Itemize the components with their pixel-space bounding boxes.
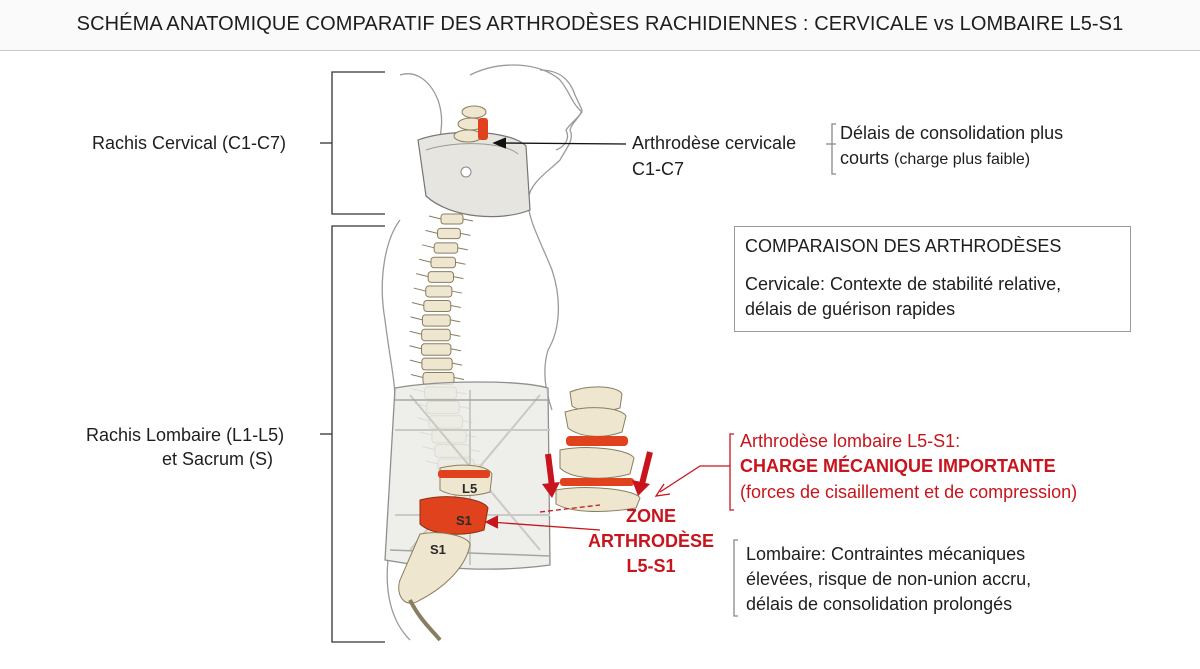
cervical-collar (417, 131, 531, 218)
title-bar: SCHÉMA ANATOMIQUE COMPARATIF DES ARTHROD… (0, 0, 1200, 51)
vertebra (423, 299, 452, 313)
label-lumbar-spine: Rachis Lombaire (L1-L5) (86, 425, 285, 445)
zone-label-line2: ARTHRODÈSE (587, 531, 714, 551)
vertebra-label-s1-fused: S1 (456, 513, 472, 528)
cervical-fusion-label: Arthrodèse cervicale (632, 133, 797, 153)
lumbar-fusion-label: Arthrodèse lombaire L5-S1: (740, 431, 961, 451)
vertebra (437, 227, 461, 240)
label-sacrum: et Sacrum (S) (162, 449, 274, 469)
forces-label: (forces de cisaillement et de compressio… (740, 482, 1078, 502)
inset-vertebrae (542, 386, 653, 512)
label-cervical-spine: Rachis Cervical (C1-C7) (92, 133, 287, 153)
cervical-note-charge: (charge plus faible) (894, 151, 1031, 168)
l5-s1-fusion (398, 464, 493, 642)
vertebra (425, 285, 453, 298)
zone-label-line3: L5-S1 (626, 556, 676, 576)
vertebra (421, 314, 451, 327)
comparison-heading: COMPARAISON DES ARTHRODÈSES (745, 236, 1062, 256)
vertebra-process (422, 244, 468, 251)
vertebra (420, 343, 452, 356)
vertebra-label-s1: S1 (430, 542, 446, 557)
vertebra (433, 242, 459, 254)
comparison-cervical-line2: délais de guérison rapides (745, 299, 956, 319)
vertebra-process (413, 287, 462, 294)
vertebra-process (411, 301, 461, 308)
vertebra-process (409, 345, 461, 352)
vertebra-process (425, 229, 471, 236)
cervical-note-courts: courts (840, 148, 890, 168)
lumbar-note-line3: délais de consolidation prolongés (746, 594, 1013, 614)
vertebra-process (410, 374, 465, 381)
lumbar-note-line1: Lombaire: Contraintes mécaniques (746, 544, 1026, 564)
vertebra (421, 328, 451, 342)
cervical-note-line1: Délais de consolidation plus (840, 123, 1064, 143)
comparison-cervical-line1: Cervicale: Contexte de stabilité relativ… (745, 274, 1062, 294)
region-brackets (320, 71, 385, 643)
leader-lines (484, 123, 836, 617)
body-silhouette (381, 69, 583, 641)
cervical-fusion-range: C1-C7 (632, 159, 685, 179)
vertebra (427, 271, 454, 283)
vertebra-process (428, 215, 474, 222)
vertebra-process (409, 330, 461, 337)
page-title: SCHÉMA ANATOMIQUE COMPARATIF DES ARTHROD… (76, 13, 1124, 35)
vertebra (430, 256, 456, 269)
vertebra (440, 213, 464, 225)
cervical-fusion-mark (478, 118, 488, 140)
mechanical-load-label: CHARGE MÉCANIQUE IMPORTANTE (740, 456, 1056, 476)
vertebra (421, 357, 453, 371)
vertebra-process (410, 316, 461, 323)
comparison-box: COMPARAISON DES ARTHRODÈSES Cervicale: C… (734, 226, 1131, 332)
cervical-note-line2: courts (charge plus faible) (840, 147, 1030, 171)
vertebra-process (409, 359, 463, 366)
zone-label-line1: ZONE (625, 506, 676, 526)
vertebra-process (418, 258, 466, 265)
vertebra-label-l5: L5 (462, 481, 478, 496)
vertebra-process (416, 273, 464, 280)
lumbar-note-line2: élevées, risque de non-union accru, (746, 569, 1032, 589)
